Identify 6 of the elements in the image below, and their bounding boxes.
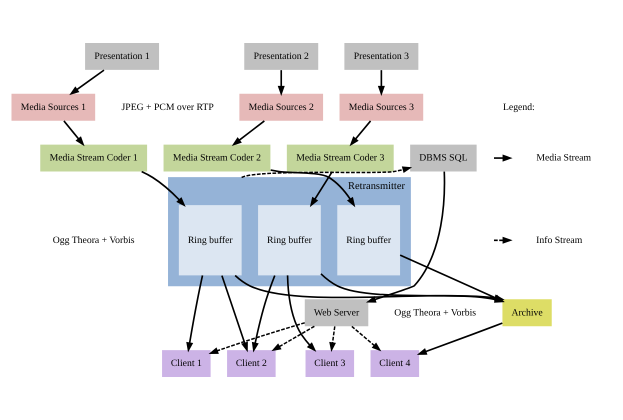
label: JPEG + PCM over RTP [122, 102, 214, 113]
label: Ogg Theora + Vorbis [394, 307, 476, 318]
legend-label: Media Stream [536, 152, 592, 164]
label: Ogg Theora + Vorbis [52, 234, 135, 246]
label: Legend: [502, 102, 535, 113]
legend-label: Info Stream [536, 234, 582, 246]
